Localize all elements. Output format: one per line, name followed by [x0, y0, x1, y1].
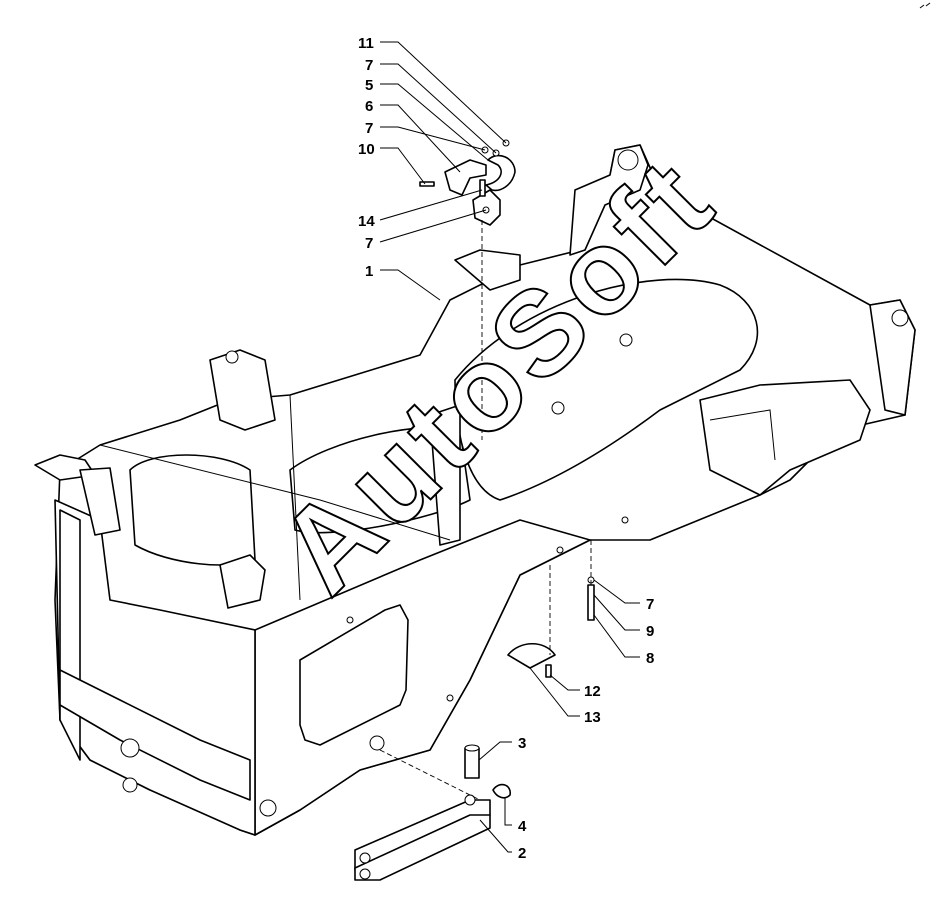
callout-leader-7d — [593, 579, 640, 604]
top-bracket-assembly — [419, 139, 516, 226]
callout-label-6: 6 — [365, 98, 373, 115]
callout-leader-12 — [549, 674, 580, 691]
callouts: 11 7 5 6 7 10 14 7 1 7 9 8 12 — [358, 35, 654, 862]
pin-centerline — [379, 749, 481, 801]
callout-label-4: 4 — [518, 818, 527, 835]
callout-leader-7b — [380, 126, 486, 151]
callout-leader-7a — [380, 63, 497, 154]
callout-leader-14 — [379, 189, 483, 221]
callout-leader-1 — [380, 269, 441, 301]
callout-label-3: 3 — [518, 735, 526, 752]
callout-leader-13 — [529, 667, 580, 717]
callout-label-11: 11 — [358, 35, 374, 52]
callout-leader-4 — [504, 797, 512, 826]
main-frame — [34, 144, 916, 836]
callout-label-8: 8 — [646, 650, 654, 667]
callout-leader-2 — [479, 819, 512, 853]
callout-label-7b: 7 — [365, 120, 373, 137]
callout-label-7c: 7 — [365, 235, 373, 252]
callout-label-7a: 7 — [365, 57, 373, 74]
callout-leader-6 — [380, 104, 461, 173]
callout-label-5: 5 — [365, 77, 373, 94]
callout-label-7d: 7 — [646, 596, 654, 613]
callout-leader-3 — [478, 741, 512, 761]
callout-label-12: 12 — [584, 683, 601, 700]
callout-leader-9 — [593, 594, 640, 631]
callout-label-14: 14 — [358, 213, 375, 230]
callout-label-13: 13 — [584, 709, 601, 726]
callout-label-9: 9 — [646, 623, 654, 640]
callout-leader-5 — [380, 83, 489, 161]
callout-leader-8 — [593, 614, 640, 658]
callout-label-1: 1 — [365, 263, 373, 280]
callout-leader-7c — [379, 209, 487, 243]
corner-mark — [919, 2, 931, 9]
callout-leader-11 — [380, 41, 507, 144]
callout-label-2: 2 — [518, 845, 526, 862]
callout-leader-10 — [380, 147, 426, 185]
callout-label-10: 10 — [358, 141, 375, 158]
